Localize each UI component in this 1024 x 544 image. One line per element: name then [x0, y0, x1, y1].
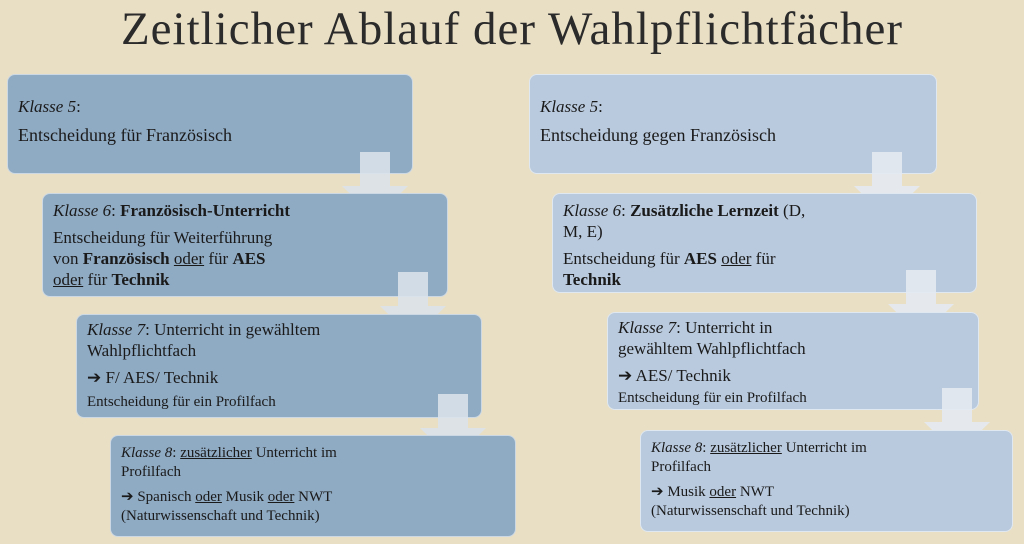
- right-klasse8-line4: (Naturwissenschaft und Technik): [651, 503, 850, 519]
- right-klasse7-box: Klasse 7: Unterricht in gewähltem Wahlpf…: [607, 312, 979, 410]
- left-klasse7-heading: Klasse 7: Unterricht in gewähltem: [87, 320, 321, 339]
- right-klasse8-line2: Profilfach: [651, 459, 711, 475]
- right-klasse8-heading: Klasse 8: zusätzlicher Unterricht im: [651, 440, 867, 456]
- right-klasse6-heading: Klasse 6: Zusätzliche Lernzeit (D,: [563, 201, 806, 220]
- left-klasse8-line4: (Naturwissenschaft und Technik): [121, 508, 320, 524]
- left-klasse7-line4: Entscheidung für ein Profilfach: [87, 394, 276, 410]
- left-klasse8-heading: Klasse 8: zusätzlicher Unterricht im: [121, 445, 337, 461]
- left-klasse5-box: Klasse 5: Entscheidung für Französisch: [7, 74, 413, 174]
- left-klasse8-box: Klasse 8: zusätzlicher Unterricht im Pro…: [110, 435, 516, 537]
- left-klasse5-heading: Klasse 5:: [18, 97, 81, 116]
- left-klasse5-text: Entscheidung für Französisch: [18, 125, 232, 145]
- left-klasse7-line2: Wahlpflichtfach: [87, 341, 197, 360]
- right-klasse6-line4: Technik: [563, 270, 621, 289]
- right-klasse6-line2: M, E): [563, 222, 603, 241]
- left-klasse6-line1: Entscheidung für Weiterführung: [53, 228, 273, 247]
- page-title: Zeitlicher Ablauf der Wahlpflichtfächer: [120, 3, 904, 55]
- right-klasse7-line4: Entscheidung für ein Profilfach: [618, 390, 807, 406]
- left-klasse6-line3: oder für Technik: [53, 270, 170, 289]
- right-klasse7-line3: ➔ AES/ Technik: [618, 366, 731, 385]
- left-klasse6-box: Klasse 6: Französisch-Unterricht Entsche…: [42, 193, 448, 297]
- left-klasse8-line3: ➔ Spanisch oder Musik oder NWT: [121, 489, 333, 505]
- right-klasse8-line3: ➔ Musik oder NWT: [651, 484, 774, 500]
- right-klasse6-line3: Entscheidung für AES oder für: [563, 249, 776, 268]
- right-klasse5-box: Klasse 5: Entscheidung gegen Französisch: [529, 74, 937, 174]
- right-klasse7-heading: Klasse 7: Unterricht in: [618, 318, 773, 337]
- left-klasse8-line2: Profilfach: [121, 464, 181, 480]
- left-klasse7-line3: ➔ F/ AES/ Technik: [87, 368, 219, 387]
- right-klasse6-box: Klasse 6: Zusätzliche Lernzeit (D, M, E)…: [552, 193, 977, 293]
- right-klasse7-line2: gewähltem Wahlpflichtfach: [618, 339, 806, 358]
- left-klasse7-box: Klasse 7: Unterricht in gewähltem Wahlpf…: [76, 314, 482, 418]
- left-klasse6-line2: von Französisch oder für AES: [53, 249, 266, 268]
- right-klasse8-box: Klasse 8: zusätzlicher Unterricht im Pro…: [640, 430, 1013, 532]
- left-klasse6-heading: Klasse 6: Französisch-Unterricht: [53, 201, 291, 220]
- right-klasse5-heading: Klasse 5:: [540, 97, 603, 116]
- right-klasse5-text: Entscheidung gegen Französisch: [540, 125, 776, 145]
